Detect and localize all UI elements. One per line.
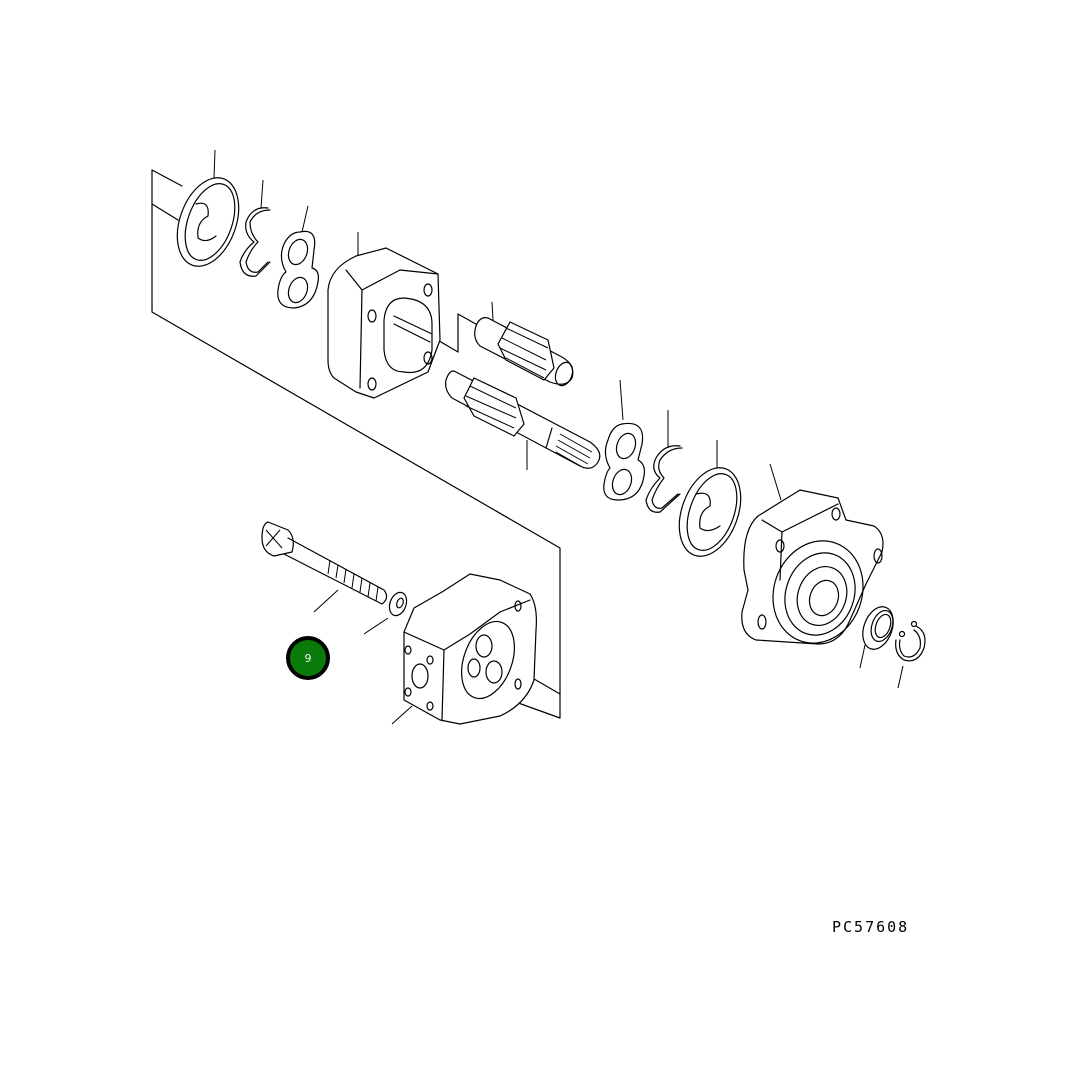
- callout-badge[interactable]: 9: [286, 636, 330, 680]
- gasket-seal-right[interactable]: [668, 459, 752, 565]
- gasket-seal-left[interactable]: [166, 169, 250, 275]
- callout-number: 9: [304, 651, 312, 665]
- leader-lines: [213, 149, 904, 725]
- backup-ring-right[interactable]: [645, 445, 683, 513]
- drive-gear-shaft[interactable]: [445, 370, 601, 469]
- bushing-plate-left[interactable]: [277, 230, 319, 309]
- driven-gear[interactable]: [474, 317, 576, 388]
- snap-ring[interactable]: [895, 620, 926, 662]
- oil-seal[interactable]: [857, 603, 898, 654]
- tie-bolt[interactable]: [261, 521, 388, 605]
- figure-code: PC57608: [832, 918, 910, 936]
- mounting-flange-cover[interactable]: [741, 489, 884, 656]
- gear-housing[interactable]: [327, 247, 441, 399]
- backup-ring-left[interactable]: [239, 207, 271, 277]
- bushing-plate-right[interactable]: [603, 422, 645, 501]
- end-cover[interactable]: [403, 573, 537, 725]
- washer[interactable]: [386, 590, 409, 618]
